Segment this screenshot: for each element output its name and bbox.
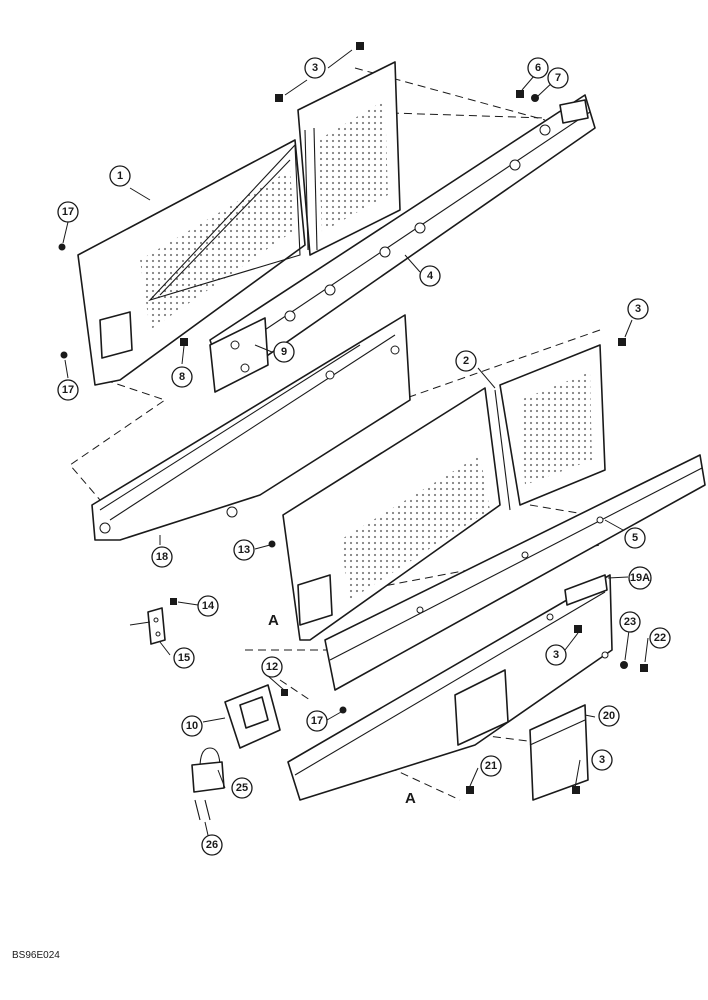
callout: 17: [306, 710, 328, 732]
callout: 6: [527, 57, 549, 79]
svg-text:13: 13: [238, 544, 250, 556]
svg-text:1: 1: [117, 170, 123, 182]
callout: 20: [598, 705, 620, 727]
svg-text:19A: 19A: [630, 572, 650, 584]
lower-side-panel: [282, 387, 501, 641]
callout: 2: [455, 350, 477, 372]
lower-door: [494, 344, 606, 511]
keys: [194, 799, 211, 821]
svg-text:7: 7: [555, 72, 561, 84]
callout: 26: [201, 834, 223, 856]
callout: 3: [304, 57, 326, 79]
svg-text:26: 26: [206, 839, 218, 851]
callout: 21: [480, 755, 502, 777]
callout: 18: [151, 546, 173, 568]
bracket: [209, 317, 269, 393]
section-mark-upper: A: [268, 612, 279, 629]
latch: [224, 684, 281, 749]
svg-text:21: 21: [485, 760, 497, 772]
callout: 17: [57, 379, 79, 401]
svg-text:4: 4: [427, 270, 434, 282]
callout: 5: [624, 527, 646, 549]
callout: 25: [231, 777, 253, 799]
svg-text:14: 14: [202, 600, 215, 612]
section-mark-lower: A: [405, 790, 416, 807]
callout: 1: [109, 165, 131, 187]
lower-rail-5: [324, 454, 706, 691]
cover-plate: [529, 704, 589, 801]
lower-channel-plate: [287, 574, 613, 801]
callout: 9: [273, 341, 295, 363]
svg-text:20: 20: [603, 710, 615, 722]
figure-code: BS96E024: [12, 950, 60, 961]
callout: 22: [649, 627, 671, 649]
padlock: [191, 747, 225, 793]
svg-text:9: 9: [281, 346, 287, 358]
svg-text:10: 10: [186, 720, 198, 732]
hinge-bracket: [129, 607, 166, 645]
callout: 17: [57, 201, 79, 223]
callout: 23: [619, 611, 641, 633]
fasteners: [58, 42, 648, 794]
callout: 15: [173, 647, 195, 669]
svg-text:17: 17: [62, 384, 74, 396]
svg-text:17: 17: [62, 206, 74, 218]
svg-text:8: 8: [179, 371, 185, 383]
svg-text:15: 15: [178, 652, 190, 664]
svg-text:23: 23: [624, 616, 636, 628]
callout: 19A: [628, 566, 652, 590]
svg-text:18: 18: [156, 551, 168, 563]
callout: 7: [547, 67, 569, 89]
callout: 14: [197, 595, 219, 617]
lower-channel-18: [91, 314, 411, 541]
callout: 8: [171, 366, 193, 388]
svg-text:3: 3: [312, 62, 318, 74]
callout: 3: [627, 298, 649, 320]
svg-text:5: 5: [632, 532, 638, 544]
svg-text:2: 2: [463, 355, 469, 367]
svg-text:17: 17: [311, 715, 323, 727]
callout: 13: [233, 539, 255, 561]
svg-text:3: 3: [635, 303, 641, 315]
svg-text:22: 22: [654, 632, 666, 644]
svg-text:12: 12: [266, 661, 278, 673]
svg-text:25: 25: [236, 782, 248, 794]
svg-text:3: 3: [553, 649, 559, 661]
upper-side-panel: [77, 139, 306, 386]
callout: 12: [261, 656, 283, 678]
callout: 4: [419, 265, 441, 287]
callout: 10: [181, 715, 203, 737]
upper-door: [297, 61, 401, 256]
callout: 3: [545, 644, 567, 666]
svg-text:6: 6: [535, 62, 541, 74]
callout: 3: [591, 749, 613, 771]
svg-text:3: 3: [599, 754, 605, 766]
